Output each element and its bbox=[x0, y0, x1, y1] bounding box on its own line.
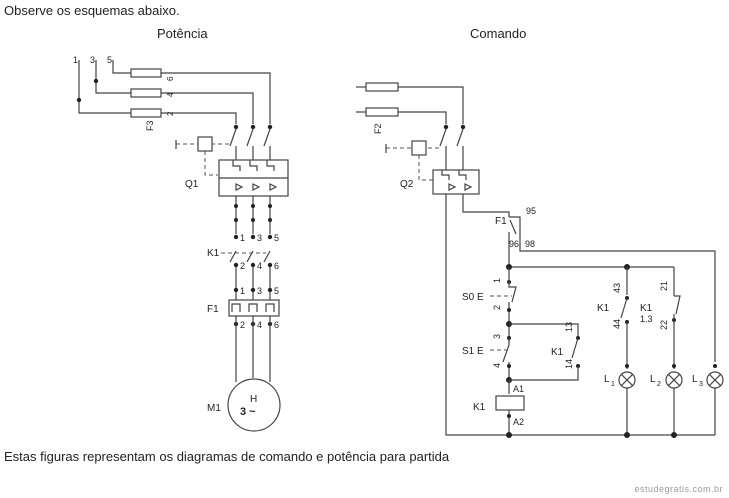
relay-terminal: 98 bbox=[525, 239, 535, 249]
overload-aux-f1: F1 95 96 98 bbox=[495, 206, 536, 249]
intro-text: Observe os esquemas abaixo. bbox=[4, 3, 180, 18]
k1-no-terminal: 43 bbox=[612, 283, 622, 293]
s1-terminal: 3 bbox=[492, 334, 502, 339]
coil-label: K1 bbox=[473, 402, 486, 413]
lamp-l1: L 1 bbox=[604, 364, 636, 435]
fuse-terminal: 6 bbox=[166, 76, 175, 81]
contactor-k1-no: 43 K1 44 bbox=[597, 267, 629, 369]
relay-terminal: 6 bbox=[274, 320, 279, 330]
k1-nc-sublabel: 1.3 bbox=[640, 314, 653, 324]
lamp-label: L bbox=[650, 374, 656, 385]
lamp-label: L bbox=[604, 374, 610, 385]
lamp-label: L bbox=[692, 374, 698, 385]
contactor-k1: 1 3 5 2 4 6 K1 bbox=[207, 233, 279, 271]
breaker-label: Q1 bbox=[185, 179, 199, 190]
lamp-sub: 3 bbox=[699, 381, 703, 388]
relay-terminal: 1 bbox=[240, 286, 245, 296]
motor-phases: 3 ~ bbox=[240, 406, 256, 418]
power-circuit: 1 3 5 6 4 2 F3 bbox=[73, 55, 289, 432]
motor-symbol: H bbox=[250, 394, 257, 405]
coil-k1: A1 K1 A2 bbox=[473, 384, 525, 427]
lamp-l2: L 2 bbox=[650, 364, 683, 435]
contactor-terminal: 2 bbox=[240, 261, 245, 271]
relay-label: F1 bbox=[207, 304, 219, 315]
command-diagram-title: Comando bbox=[470, 26, 527, 41]
start-button-s1: 3 S1 E 4 bbox=[462, 334, 511, 380]
fuse-terminal: 4 bbox=[166, 92, 175, 97]
breaker-q1-contacts bbox=[229, 124, 273, 160]
breaker-q2: Q2 bbox=[385, 124, 480, 195]
relay-terminal: 96 bbox=[509, 239, 519, 249]
s1-terminal: 4 bbox=[492, 363, 502, 368]
phase-label: 1 bbox=[73, 55, 78, 65]
relay-terminal: 95 bbox=[526, 206, 536, 216]
k1-nc-terminal: 21 bbox=[659, 281, 669, 291]
contactor-k1-nc: 21 K1 1.3 22 bbox=[640, 267, 681, 369]
k1-nc-terminal: 22 bbox=[659, 320, 669, 330]
k1-hold-label: K1 bbox=[551, 347, 564, 358]
fuse-f2: F2 bbox=[365, 82, 399, 134]
k1-no-terminal: 44 bbox=[612, 319, 622, 329]
fuse-label: F3 bbox=[145, 120, 155, 131]
fuse-label: F2 bbox=[373, 123, 383, 134]
lamp-sub: 2 bbox=[657, 381, 661, 388]
motor-m1: H 3 ~ M1 bbox=[207, 378, 281, 432]
contactor-terminal: 4 bbox=[257, 261, 262, 271]
k1-nc-label: K1 bbox=[640, 303, 653, 314]
contactor-terminal: 6 bbox=[274, 261, 279, 271]
contactor-terminal: 1 bbox=[240, 233, 245, 243]
contactor-terminal: 3 bbox=[257, 233, 262, 243]
contactor-terminal: 5 bbox=[274, 233, 279, 243]
s1-label: S1 E bbox=[462, 346, 484, 357]
watermark: estudegratis.com.br bbox=[634, 484, 723, 494]
breaker-q1: Q1 bbox=[185, 159, 289, 197]
power-diagram-title: Potência bbox=[157, 26, 208, 41]
contactor-label: K1 bbox=[207, 248, 220, 259]
lamp-sub: 1 bbox=[611, 381, 615, 388]
phase-label: 3 bbox=[90, 55, 95, 65]
fuse-f3: 6 4 2 F3 bbox=[130, 68, 175, 131]
coil-terminal: A1 bbox=[513, 384, 524, 394]
contactor-k1-hold: 13 K1 14 bbox=[509, 322, 580, 381]
relay-terminal: 3 bbox=[257, 286, 262, 296]
coil-terminal: A2 bbox=[513, 417, 524, 427]
stop-button-s0: 1 S0 E 2 bbox=[462, 278, 517, 312]
k1-hold-terminal: 14 bbox=[564, 359, 574, 369]
command-circuit: F2 Q2 F1 95 bbox=[356, 82, 724, 438]
relay-terminal: 2 bbox=[240, 320, 245, 330]
s0-terminal: 2 bbox=[492, 305, 502, 310]
s0-terminal: 1 bbox=[492, 278, 502, 283]
relay-label: F1 bbox=[495, 216, 507, 227]
lamp-l3: L 3 bbox=[692, 364, 724, 435]
k1-hold-terminal: 13 bbox=[564, 322, 574, 332]
breaker-label: Q2 bbox=[400, 179, 414, 190]
relay-terminal: 4 bbox=[257, 320, 262, 330]
caption-text: Estas figuras representam os diagramas d… bbox=[4, 449, 450, 464]
motor-label: M1 bbox=[207, 403, 221, 414]
phase-label: 5 bbox=[107, 55, 112, 65]
k1-no-label: K1 bbox=[597, 303, 610, 314]
s0-label: S0 E bbox=[462, 292, 484, 303]
relay-terminal: 5 bbox=[274, 286, 279, 296]
overload-relay-f1: 1 3 5 2 4 6 F1 bbox=[207, 286, 280, 330]
